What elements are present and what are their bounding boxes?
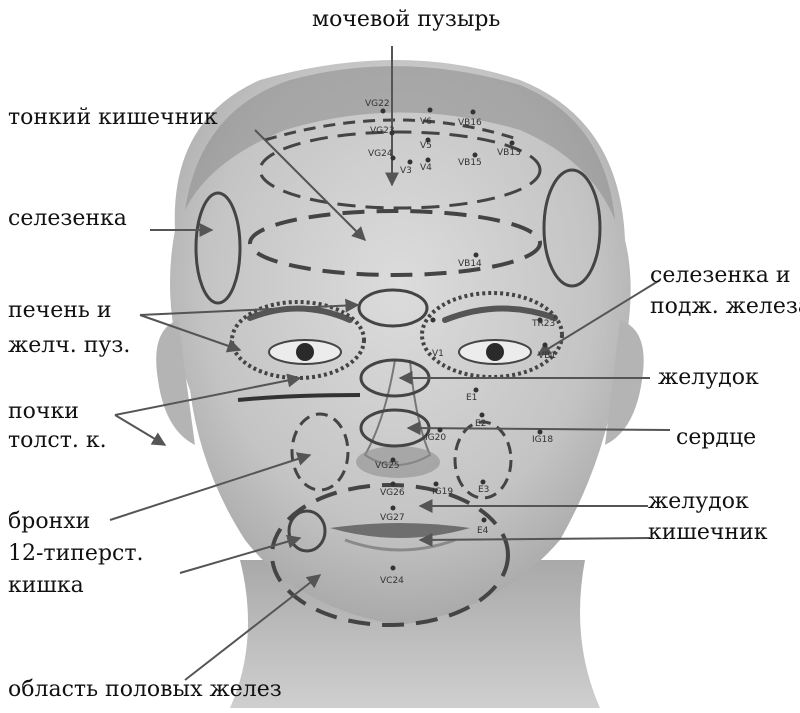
left-pupil — [296, 343, 314, 361]
point-vb13: VB13 — [497, 148, 521, 158]
label-bladder: мочевой пузырь — [312, 6, 500, 33]
label-stomach-intestine: желудок кишечник — [648, 488, 768, 546]
point-v3: V3 — [400, 166, 412, 176]
label-spleen-pancreas-line2: подж. железа — [650, 293, 800, 320]
point-vb14: VB14 — [458, 259, 482, 269]
point-ig19: IG19 — [432, 487, 453, 497]
label-bronchi-line2: 12-типерст. — [8, 540, 144, 567]
point-e3: E3 — [478, 485, 489, 495]
point-vb15: VB15 — [458, 158, 482, 168]
point-vb1: VB1 — [538, 351, 556, 361]
label-liver-line1: печень и — [8, 297, 130, 324]
point-vg23: VG23 — [370, 126, 395, 136]
point-ig18: IG18 — [532, 435, 553, 445]
right-pupil — [486, 343, 504, 361]
label-stomach-intestine-line2: кишечник — [648, 519, 768, 546]
label-kidneys: почки толст. к. — [8, 398, 107, 454]
point-vg22: VG22 — [365, 99, 390, 109]
leader-kidneys-2 — [115, 415, 165, 445]
label-kidneys-line1: почки — [8, 398, 107, 425]
point-tr23: TR23 — [531, 319, 555, 329]
label-liver-line2: желч. пуз. — [8, 332, 130, 359]
label-heart: сердце — [676, 424, 756, 451]
label-kidneys-line2: толст. к. — [8, 427, 107, 454]
point-e1: E1 — [466, 393, 477, 403]
point-vb16: VB16 — [458, 118, 482, 128]
point-v4: V4 — [420, 163, 432, 173]
label-bronchi: бронхи 12-типерст. кишка — [8, 508, 144, 599]
point-v1: V1 — [432, 349, 444, 359]
point-vg24: VG24 — [368, 149, 393, 159]
point-vg27: VG27 — [380, 513, 405, 523]
point-vg25: VG25 — [375, 461, 400, 471]
point-e4: E4 — [477, 526, 489, 536]
label-bronchi-line3: кишка — [8, 572, 144, 599]
label-bronchi-line1: бронхи — [8, 508, 144, 535]
point-ig20: IG20 — [425, 433, 446, 443]
label-stomach: желудок — [658, 364, 759, 391]
label-spleen-pancreas: селезенка и подж. железа — [650, 262, 800, 320]
point-v6: V6 — [420, 117, 432, 127]
label-stomach-intestine-line1: желудок — [648, 488, 768, 515]
point-v5: V5 — [420, 141, 432, 151]
label-genital: область половых желез — [8, 676, 282, 703]
label-spleen: селезенка — [8, 205, 127, 232]
label-spleen-pancreas-line1: селезенка и — [650, 262, 800, 289]
label-small-intestine: тонкий кишечник — [8, 104, 218, 131]
label-liver: печень и желч. пуз. — [8, 297, 130, 359]
point-e2: E2 — [475, 419, 486, 429]
point-vc24: VC24 — [380, 576, 404, 586]
point-vg26: VG26 — [380, 488, 405, 498]
